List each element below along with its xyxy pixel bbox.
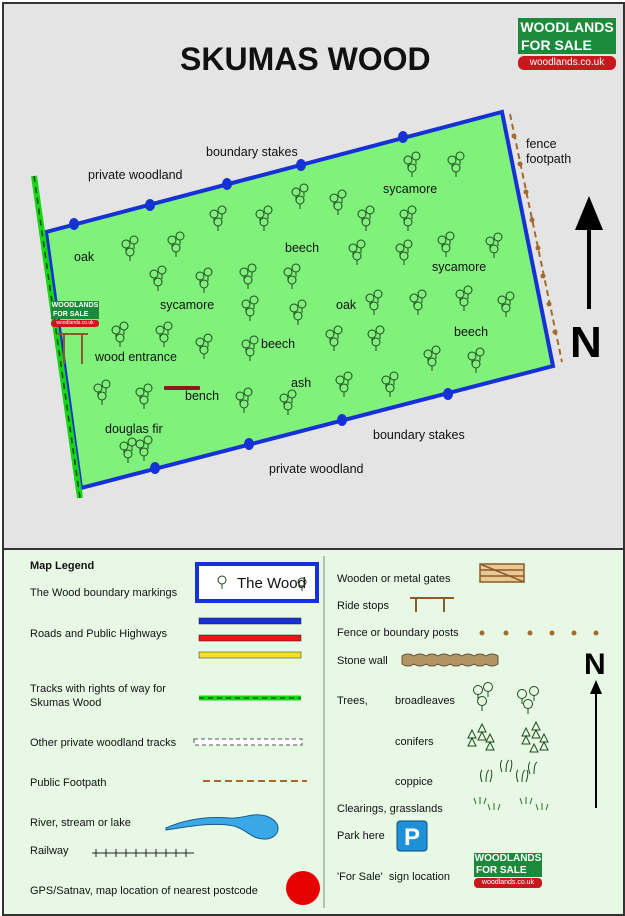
legend-conifers-label: conifers (395, 736, 434, 748)
map-canvas: private woodland boundary stakes fence f… (31, 41, 603, 499)
legend-for-sale-logo: WOODLANDS FOR SALE woodlands.co.uk (474, 853, 542, 888)
gps-marker-sample (286, 871, 320, 905)
tree-symbols (93, 151, 515, 463)
park-sign-sample (396, 820, 428, 852)
railway-sample (92, 849, 194, 857)
map-label-boundary-stakes-top: boundary stakes (206, 145, 298, 159)
map-label-ash: ash (291, 376, 311, 390)
legend-footpath-label: Public Footpath (30, 777, 107, 789)
access-track[interactable] (31, 175, 83, 499)
river-sample (165, 814, 279, 840)
map-labels: private woodland boundary stakes fence f… (74, 137, 571, 476)
map-label-sycamore-3: sycamore (160, 298, 214, 312)
north-arrow: N (570, 196, 603, 367)
broadleaf-sample (473, 682, 539, 714)
conifer-sample (467, 720, 549, 753)
legend-broadleaves-label: broadleaves (395, 695, 455, 707)
map-label-footpath: footpath (526, 152, 571, 166)
map-label-private-woodland-bottom: private woodland (269, 462, 364, 476)
map-label-sycamore-2: sycamore (432, 260, 486, 274)
legend-trees-label: Trees, (337, 695, 368, 707)
map-panel: private woodland boundary stakes fence f… (2, 2, 625, 551)
map-label-bench: bench (185, 389, 219, 403)
map-label-beech-3: beech (454, 325, 488, 339)
road-yellow-sample (198, 651, 302, 659)
coppice-sample (480, 759, 538, 783)
legend-ride-stops-label: Ride stops (337, 600, 389, 612)
sign-site: woodlands.co.uk (51, 320, 99, 327)
legend-north-label: N (584, 648, 606, 681)
map-label-douglas-fir: douglas fir (105, 422, 163, 436)
boundary-sample (195, 562, 319, 603)
legend-coppice-label: coppice (395, 776, 433, 788)
legend-logo-site: woodlands.co.uk (474, 878, 542, 888)
map-label-oak-1: oak (74, 250, 95, 264)
legend-north-arrow: N (584, 648, 606, 808)
map-label-boundary-stakes-bottom: boundary stakes (373, 428, 465, 442)
logo-line-2: FOR SALE (518, 36, 616, 54)
legend-gates-label: Wooden or metal gates (337, 573, 451, 585)
legend-river-label: River, stream or lake (30, 817, 131, 829)
entrance-gate (58, 333, 88, 364)
gate-sample (479, 563, 525, 583)
road-blue-sample (198, 617, 302, 625)
fence-posts-sample (479, 630, 599, 636)
for-sale-sign-marker: WOODLANDS FOR SALE woodlands.co.uk (51, 301, 99, 327)
legend-clearings-label: Clearings, grasslands (337, 803, 443, 815)
north-label: N (570, 318, 602, 367)
logo-site: woodlands.co.uk (518, 56, 616, 70)
private-track-sample (193, 738, 303, 746)
legend-logo-line-2: FOR SALE (474, 865, 542, 877)
bench-marker (164, 386, 200, 390)
legend-railway-label: Railway (30, 845, 69, 857)
map-label-wood-entrance: wood entrance (94, 350, 177, 364)
ride-stops-sample (410, 597, 454, 612)
map-title: SKUMAS WOOD (180, 41, 431, 77)
map-label-beech-2: beech (261, 337, 295, 351)
fence-footpath-line (509, 113, 563, 363)
stone-wall-sample (401, 653, 499, 667)
legend-roads-label: Roads and Public Highways (30, 628, 167, 640)
legend-stone-wall-label: Stone wall (337, 655, 388, 667)
boundary-sample-label: The Wood (237, 575, 306, 592)
legend-gps-label: GPS/Satnav, map location of nearest post… (30, 885, 258, 897)
park-sign-letter: P (404, 824, 420, 851)
legend-for-sale-sign-label: 'For Sale' sign location (337, 871, 451, 883)
logo-line-1: WOODLANDS (518, 18, 616, 36)
legend-boundary-label: The Wood boundary markings (30, 587, 178, 599)
sign-line-1: WOODLANDS (51, 301, 99, 310)
map-label-sycamore-1: sycamore (383, 182, 437, 196)
legend-private-tracks-label: Other private woodland tracks (30, 737, 177, 749)
map-label-private-woodland-top: private woodland (88, 168, 183, 182)
legend-title: Map Legend (30, 560, 95, 572)
road-red-sample (198, 634, 302, 642)
map-label-fence: fence (526, 137, 557, 151)
sign-line-2: FOR SALE (51, 310, 99, 319)
map-label-beech-1: beech (285, 241, 319, 255)
legend-tracks-label: Tracks with rights of way for Skumas Woo… (30, 683, 166, 709)
legend-fence-posts-label: Fence or boundary posts (337, 627, 459, 639)
woodlands-for-sale-logo[interactable]: WOODLANDS FOR SALE woodlands.co.uk (518, 18, 616, 70)
legend-logo-line-1: WOODLANDS (474, 853, 542, 865)
boundary-stakes-markers (69, 131, 453, 474)
grassland-sample (473, 797, 549, 811)
map-label-oak-2: oak (336, 298, 357, 312)
legend-canvas: The Wood (92, 556, 606, 908)
legend-panel: The Wood (2, 548, 625, 916)
legend-park-label: Park here (337, 830, 385, 842)
